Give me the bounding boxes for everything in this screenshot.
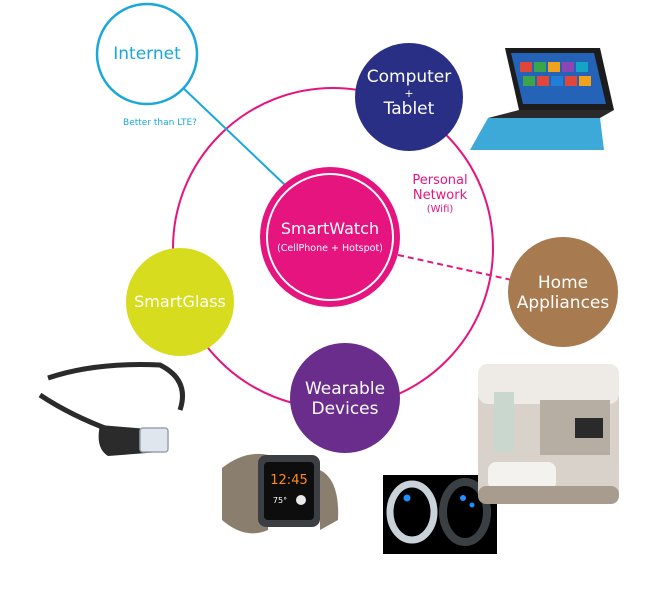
- network-annotation: Personal Network (Wifi): [400, 173, 480, 215]
- wearable-line1: Wearable: [304, 379, 386, 399]
- smartwatch-node-ring: [266, 173, 394, 301]
- home-line1: Home: [537, 273, 589, 293]
- wearable-node: [290, 343, 400, 453]
- living-room-photo: [478, 364, 619, 504]
- smartwatch-photo: 12:45 75°: [222, 453, 339, 534]
- computer-line2: Tablet: [383, 99, 435, 120]
- computer-plus: +: [404, 86, 414, 100]
- tablet-photo: [470, 48, 614, 150]
- lte-annotation: Better than LTE?: [123, 118, 197, 128]
- smartwatch-node: [260, 167, 400, 307]
- computer-node: [355, 43, 463, 151]
- network-line1: Personal: [412, 173, 468, 188]
- watch-temp: 75°: [273, 496, 287, 505]
- computer-label: Computer + Tablet: [356, 67, 462, 120]
- computer-line1: Computer: [366, 67, 452, 87]
- smartwatch-label: SmartWatch (CellPhone + Hotspot): [265, 219, 395, 255]
- google-glass-photo: [38, 362, 185, 456]
- internet-label: Internet: [113, 44, 181, 64]
- smartwatch-title: SmartWatch: [280, 219, 380, 238]
- network-line3: (Wifi): [426, 203, 454, 215]
- wearable-line2: Devices: [311, 398, 379, 419]
- weather-icon: [296, 495, 306, 505]
- smartwatch-sub: (CellPhone + Hotspot): [277, 243, 383, 255]
- watch-time: 12:45: [270, 473, 307, 488]
- internet-link: [179, 84, 286, 186]
- home-label: Home Appliances: [508, 273, 618, 313]
- home-line2: Appliances: [516, 292, 610, 313]
- smartglass-label: SmartGlass: [134, 292, 226, 311]
- home-node: [508, 237, 618, 347]
- smartglass-node: [126, 248, 234, 356]
- network-line2: Network: [412, 187, 468, 203]
- wearable-label: Wearable Devices: [290, 379, 400, 419]
- home-link: [397, 254, 513, 281]
- internet-node: [95, 2, 199, 106]
